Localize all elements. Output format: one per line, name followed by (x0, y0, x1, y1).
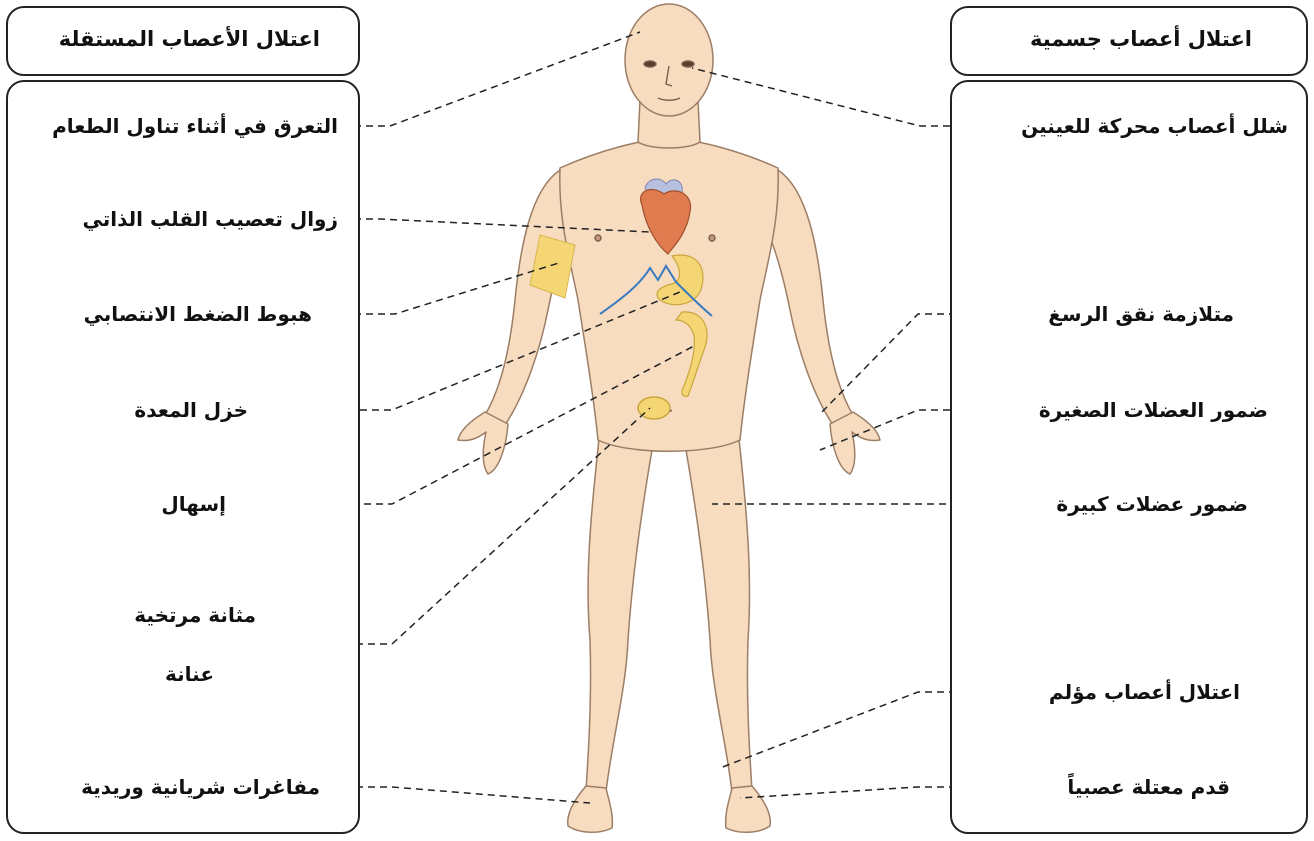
label-small-muscle-wasting: ضمور العضلات الصغيرة (1038, 398, 1268, 422)
right-eye-icon (681, 60, 695, 68)
right-hand (829, 411, 881, 475)
intestine-icon (674, 311, 708, 397)
leader-avshunt (332, 786, 591, 804)
vagus-nerve-icon (599, 264, 713, 317)
upper-arm-band-icon (529, 234, 576, 299)
left-hand (457, 411, 509, 475)
left-title-box (6, 6, 360, 76)
bladder-icon (637, 396, 671, 420)
label-orthostatic-hypotension: هبوط الضغط الانتصابي (83, 302, 312, 326)
right-panel-title: اعتلال أعصاب جسمية (1029, 27, 1252, 51)
label-painful-neuropathy: اعتلال أعصاب مؤلم (1048, 680, 1240, 704)
head (624, 3, 714, 117)
leader-sweating (342, 31, 641, 127)
right-foot (724, 785, 772, 833)
label-large-muscle-wasting: ضمور عضلات كبيرة (1056, 492, 1248, 516)
left-leg (585, 429, 653, 793)
left-panel-title: اعتلال الأعصاب المستقلة (58, 27, 320, 51)
organs (529, 178, 713, 420)
label-av-shunting: مفاغرات شريانية وريدية (81, 775, 320, 799)
mouth (657, 97, 681, 101)
label-cardiac-denervation: زوال تعصيب القلب الذاتي (82, 207, 339, 231)
label-carpal-tunnel: متلازمة نقق الرسغ (1048, 302, 1234, 326)
left-foot (566, 785, 614, 833)
leader-eye (691, 67, 974, 127)
left-nipple (594, 234, 602, 242)
label-sweating: التعرق في أثناء تناول الطعام (52, 114, 338, 138)
label-atonic-bladder: مثانة مرتخية (134, 603, 256, 627)
label-ocular-nerve-palsy: شلل أعصاب محركة للعينين (1021, 114, 1288, 138)
heart-icon (640, 189, 692, 255)
left-items-box (6, 80, 360, 834)
nose (665, 65, 673, 87)
stomach-icon (656, 254, 704, 306)
label-diarrhea: إسهال (161, 492, 226, 516)
right-items-box (950, 80, 1308, 834)
right-nipple (708, 234, 716, 242)
label-gastroparesis: خزل المعدة (134, 398, 248, 422)
label-impotence: عنانة (165, 662, 214, 686)
right-leg (685, 429, 753, 793)
human-figure (457, 3, 881, 833)
right-title-box (950, 6, 1308, 76)
label-neuropathic-foot: قدم معتلة عصبياً (1067, 775, 1230, 799)
left-eye-icon (643, 60, 657, 68)
